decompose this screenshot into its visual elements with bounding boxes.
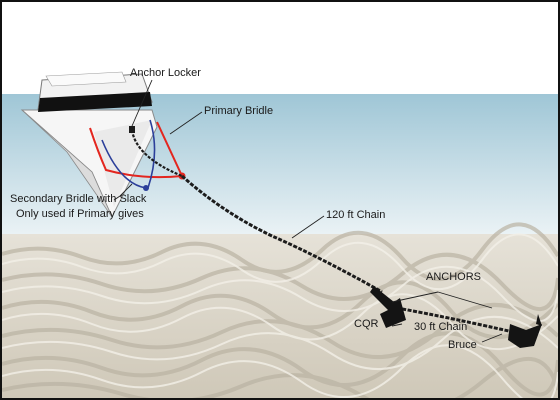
primary-bridle [89, 121, 183, 179]
chain-120ft [180, 174, 383, 294]
cqr-anchor [370, 286, 406, 328]
chain-30ft [396, 306, 523, 336]
label-chain-120ft: 120 ft Chain [326, 209, 386, 221]
label-bruce: Bruce [448, 339, 477, 351]
label-anchors: ANCHORS [426, 271, 482, 283]
boat [20, 71, 158, 219]
secondary-junction [143, 185, 149, 191]
anchor-locker-hatch [129, 126, 135, 133]
label-cqr: CQR [354, 318, 379, 330]
sand-highlights [2, 233, 558, 398]
sand-ripples [2, 222, 558, 398]
leader-lines [113, 79, 503, 343]
label-secondary-bridle-line2: Only used if Primary gives [16, 208, 144, 220]
locker-chain [130, 129, 183, 178]
label-chain-30ft: 30 ft Chain [414, 321, 468, 333]
bruce-anchor [508, 314, 542, 348]
secondary-bridle [101, 119, 156, 189]
label-anchor-locker: Anchor Locker [130, 67, 201, 79]
label-primary-bridle: Primary Bridle [204, 105, 274, 117]
label-secondary-bridle-line1: Secondary Bridle with Slack [10, 193, 147, 205]
